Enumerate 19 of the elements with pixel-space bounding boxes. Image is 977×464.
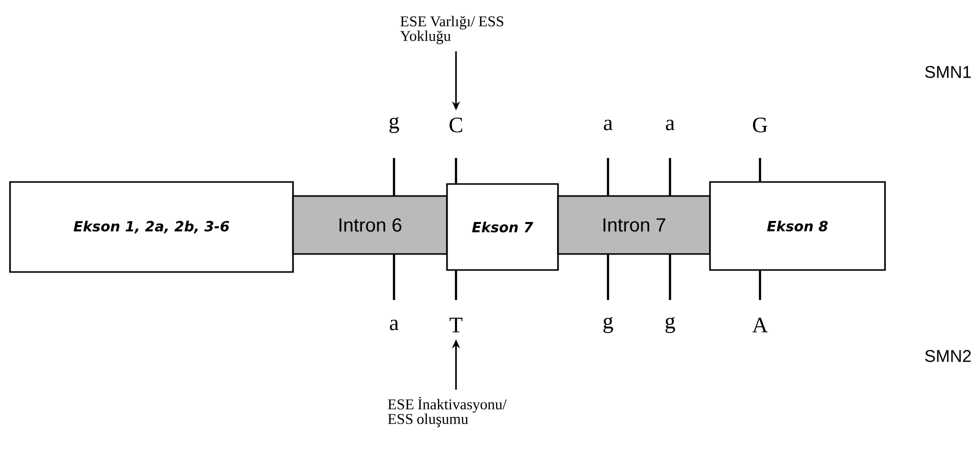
exon-box: Ekson 1, 2a, 2b, 3-6 (9, 181, 294, 273)
gene-label: SMN2 (925, 350, 971, 362)
exon-box: Ekson 7 (446, 183, 559, 271)
base-letter: g (665, 316, 676, 334)
base-letter: T (450, 318, 462, 332)
exon-box: Ekson 8 (709, 181, 886, 271)
callout-text: ESE Varlığı/ ESS Yokluğu (400, 16, 504, 44)
base-letter: G (752, 118, 768, 132)
base-letter: g (603, 316, 614, 334)
base-letter: a (604, 120, 613, 130)
base-letter: A (752, 318, 768, 332)
gene-label: SMN1 (925, 66, 971, 78)
base-letter: C (450, 118, 462, 132)
base-letter: g (389, 116, 400, 134)
intron-box: Intron 7 (557, 195, 711, 255)
callout-text: ESE İnaktivasyonu/ ESS oluşumu (388, 396, 507, 428)
intron-box: Intron 6 (292, 195, 448, 255)
base-letter: a (666, 120, 675, 130)
base-letter: a (390, 320, 399, 330)
